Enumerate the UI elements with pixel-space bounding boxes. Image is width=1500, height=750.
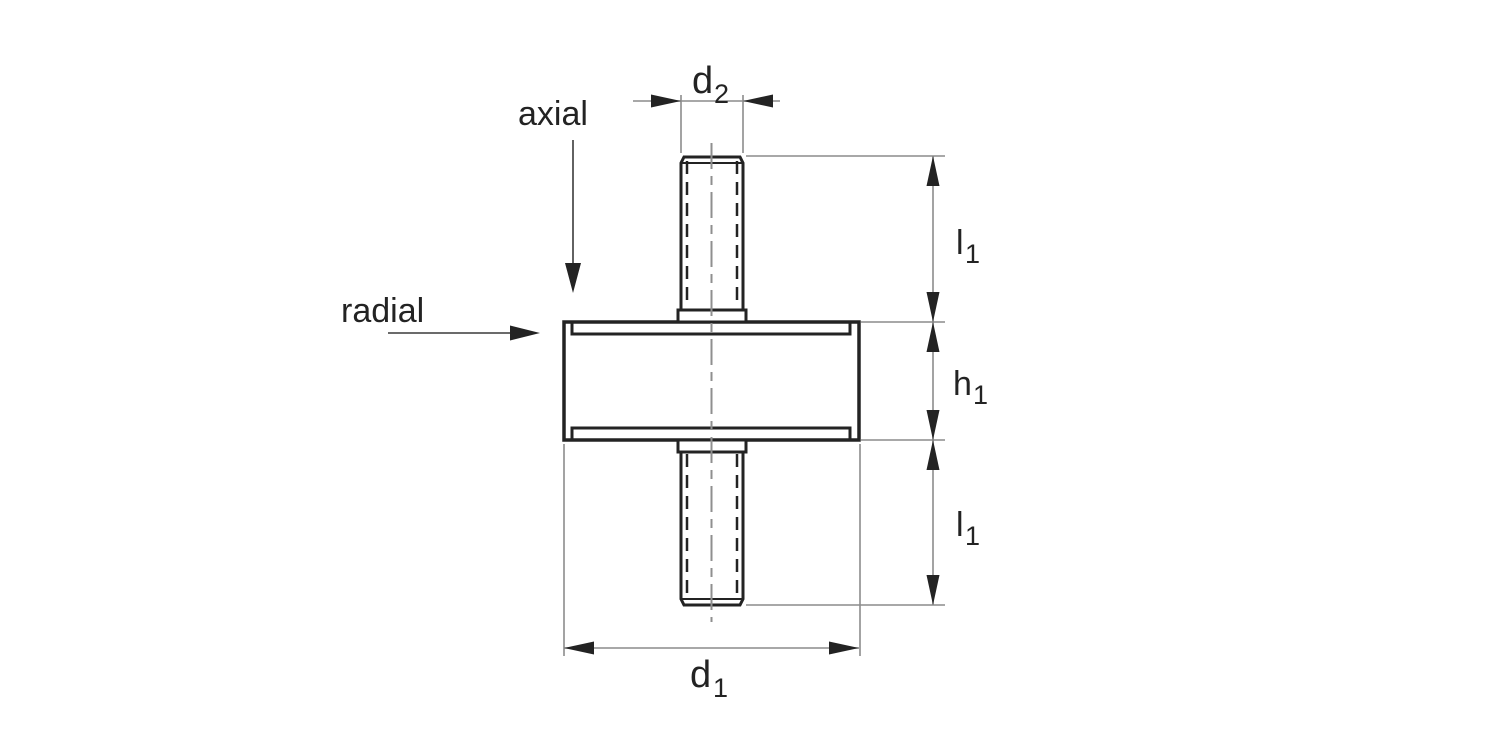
l1-bottom-arrow-down bbox=[926, 575, 940, 605]
axial-arrowhead bbox=[565, 263, 581, 293]
l1-top-label-subscript: 1 bbox=[965, 239, 980, 269]
top-metal-plate bbox=[570, 323, 852, 336]
d2-arrow-right bbox=[743, 94, 773, 108]
d1-arrow-left bbox=[564, 641, 594, 655]
d2-label-subscript: 2 bbox=[714, 79, 729, 109]
l1-top-arrow-up bbox=[926, 156, 940, 186]
l1-top-label: l bbox=[956, 224, 964, 262]
l1-bottom-label: l bbox=[956, 506, 964, 544]
d1-label: d bbox=[690, 654, 711, 696]
d1-label-subscript: 1 bbox=[713, 673, 728, 703]
d1-arrow-right bbox=[829, 641, 859, 655]
h1-arrow-up bbox=[926, 322, 940, 352]
l1-bottom-arrow-up bbox=[926, 440, 940, 470]
h1-label-subscript: 1 bbox=[973, 380, 988, 410]
axial-label: axial bbox=[518, 95, 588, 133]
h1-label: h bbox=[953, 365, 972, 403]
d2-label: d bbox=[692, 60, 713, 102]
h1-arrow-down bbox=[926, 410, 940, 440]
d2-arrow-left bbox=[651, 94, 681, 108]
radial-label: radial bbox=[341, 292, 424, 330]
radial-arrowhead bbox=[510, 325, 540, 341]
l1-bottom-label-subscript: 1 bbox=[965, 521, 980, 551]
l1-top-arrow-down bbox=[926, 292, 940, 322]
